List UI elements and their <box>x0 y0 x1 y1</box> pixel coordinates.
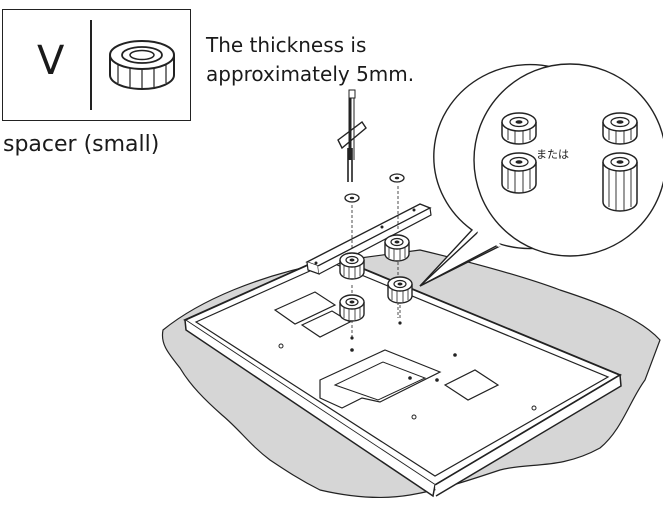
spacer-small-icon <box>109 40 175 90</box>
part-identifier-box: V <box>2 9 191 121</box>
spacer-left-top <box>339 252 365 280</box>
spacer-right-top <box>384 234 410 262</box>
thumb-screw <box>347 148 353 182</box>
spacer-small-icon <box>602 112 638 145</box>
spacer-small-icon <box>501 112 537 145</box>
thickness-note-line1: The thickness is <box>206 33 367 57</box>
thickness-note-line2: approximately 5mm. <box>206 62 415 86</box>
or-label: または <box>536 148 569 161</box>
spacer-left-bottom <box>339 294 365 322</box>
spacer-right-bottom <box>387 276 413 304</box>
spacer-medium-icon <box>501 152 537 194</box>
part-letter: V <box>37 38 65 84</box>
spacer-large-icon <box>602 152 638 212</box>
thickness-note: The thickness is approximately 5mm. <box>206 31 414 89</box>
part-divider <box>90 20 92 110</box>
part-caption: spacer (small) <box>3 132 160 157</box>
